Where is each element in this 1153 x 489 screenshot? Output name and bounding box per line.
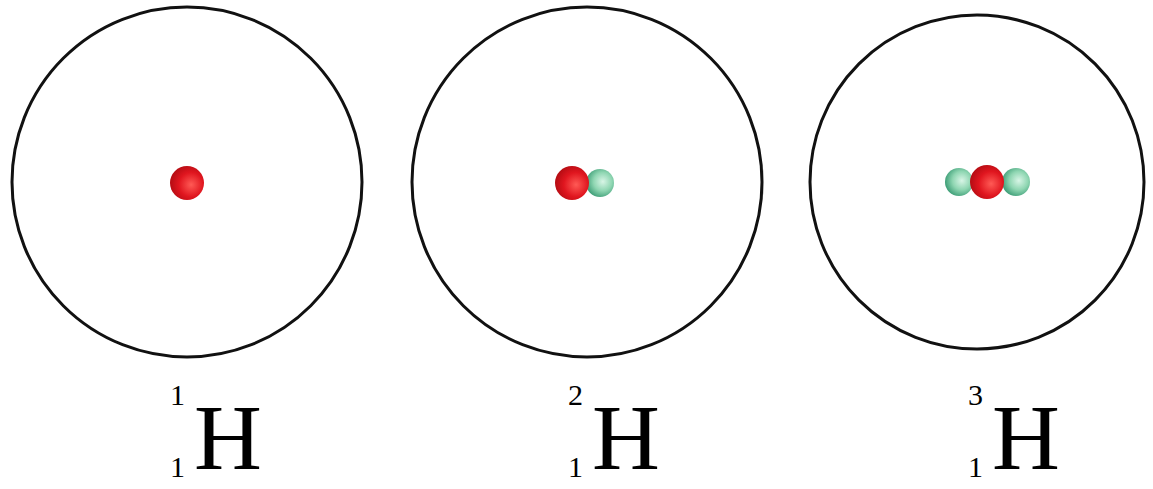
- atom-outline: [412, 7, 762, 357]
- proton: [555, 166, 589, 200]
- element-symbol: H: [592, 390, 660, 484]
- proton: [970, 165, 1004, 199]
- proton: [170, 166, 204, 200]
- mass-number: 1: [170, 380, 185, 410]
- atom-outline: [810, 15, 1144, 349]
- atomic-number: 1: [170, 452, 185, 482]
- atom-outline: [12, 7, 362, 357]
- element-symbol: H: [992, 390, 1060, 484]
- mass-number: 2: [568, 380, 583, 410]
- mass-number: 3: [968, 380, 983, 410]
- atomic-number: 1: [568, 452, 583, 482]
- neutron: [1002, 168, 1030, 196]
- neutron: [586, 169, 614, 197]
- neutron: [945, 168, 973, 196]
- element-symbol: H: [194, 390, 262, 484]
- atomic-number: 1: [968, 452, 983, 482]
